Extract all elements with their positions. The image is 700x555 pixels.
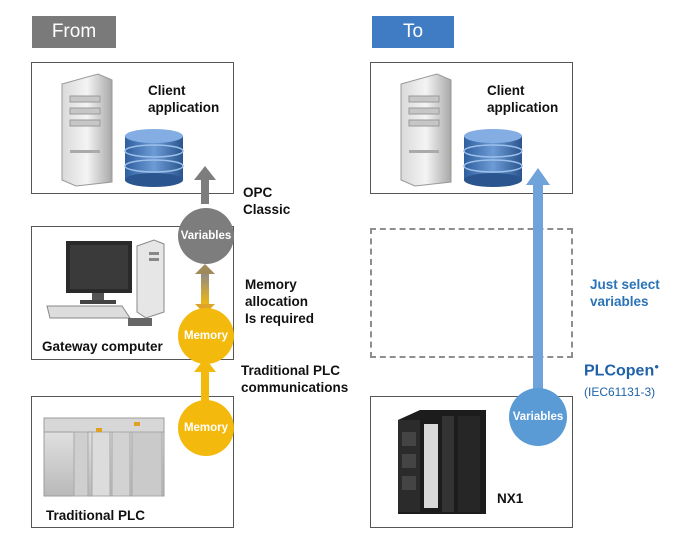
just-select-variables-label: Just select variables <box>590 277 660 309</box>
memory-allocation-double-arrow <box>195 264 215 314</box>
desktop-computer-icon <box>46 239 165 326</box>
variables-circle-left: Variables <box>178 208 234 264</box>
database-icon-right <box>463 129 523 187</box>
memory-circle-plc: Memory <box>178 400 234 456</box>
nx1-label: NX1 <box>497 491 524 506</box>
gateway-placeholder-box <box>370 228 573 358</box>
variables-direct-arrow <box>526 168 550 402</box>
from-header: From <box>32 16 116 48</box>
memory-allocation-label: Memory allocation Is required <box>245 277 315 326</box>
traditional-plc-label: Traditional PLC <box>46 508 146 523</box>
traditional-plc-icon <box>43 417 165 497</box>
opc-classic-arrow <box>194 166 216 204</box>
variables-circle-right: Variables <box>509 388 567 446</box>
nx1-controller-icon <box>398 410 486 514</box>
client-application-label-left: Client application <box>148 83 220 115</box>
iec-standard-label: (IEC61131-3) <box>584 385 656 399</box>
database-icon-left <box>124 129 184 187</box>
plcopen-logo: PLCopen● <box>584 362 660 380</box>
to-header: To <box>372 16 454 48</box>
opc-classic-label: OPC Classic <box>243 185 291 217</box>
memory-circle-gateway: Memory <box>178 308 234 364</box>
server-icon-left <box>61 73 113 187</box>
gateway-computer-label: Gateway computer <box>42 339 163 354</box>
client-application-label-right: Client application <box>487 83 559 115</box>
plc-communications-label: Traditional PLC communications <box>241 363 349 395</box>
plc-communications-arrow <box>194 358 216 406</box>
server-icon-right <box>400 73 452 187</box>
